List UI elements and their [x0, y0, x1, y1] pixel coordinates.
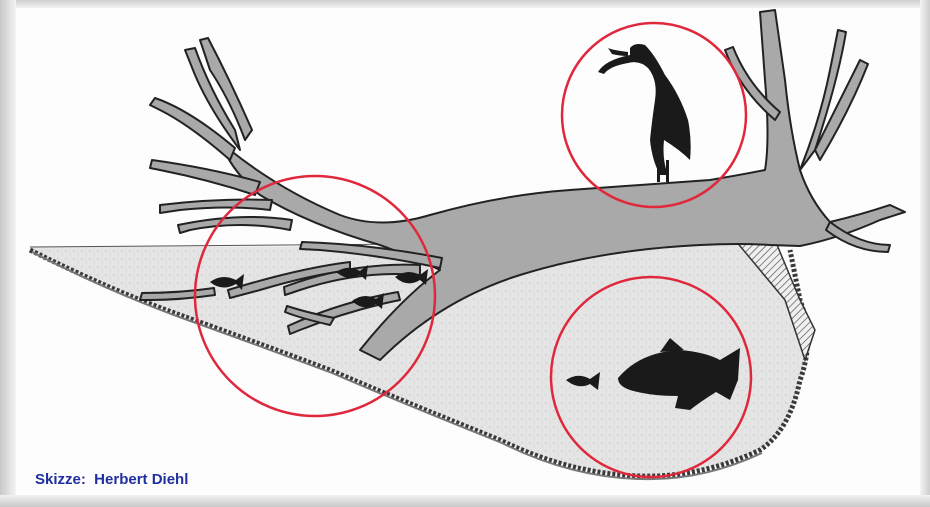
- author-caption: Skizze: Herbert Diehl: [35, 471, 188, 488]
- heron-icon: [598, 44, 691, 182]
